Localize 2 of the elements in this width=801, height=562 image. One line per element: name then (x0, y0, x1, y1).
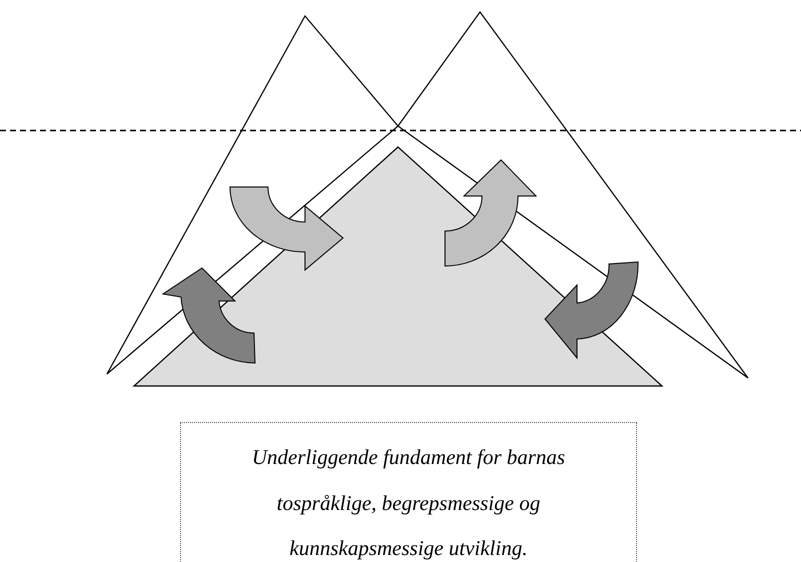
caption-text: Underliggende fundament for barnas tospråklige, begrepsmessige og kunnskapsmessige utvikling. (250, 444, 566, 562)
text-box (180, 422, 637, 562)
